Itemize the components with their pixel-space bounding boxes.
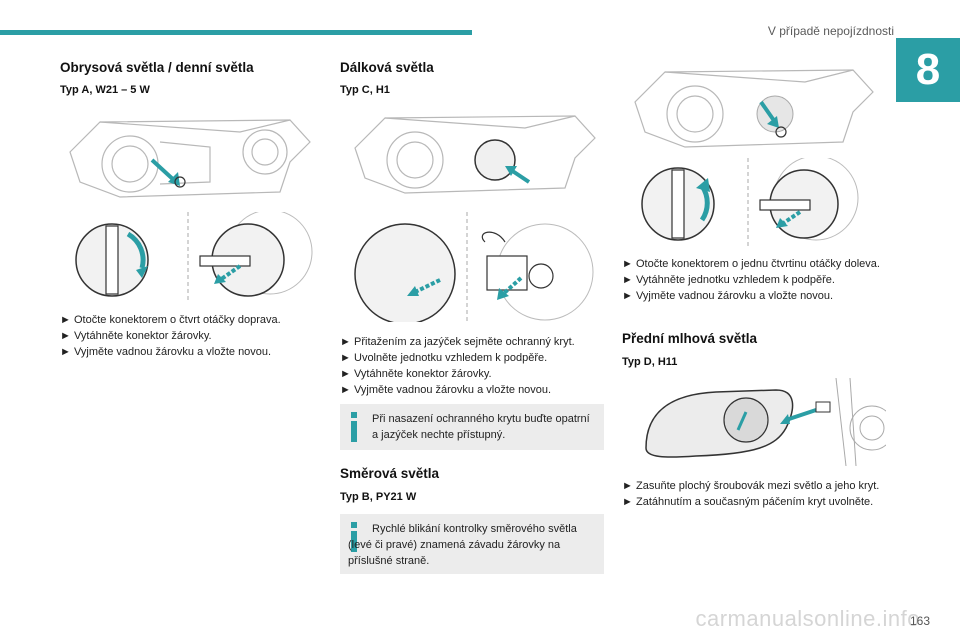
bullet-arrow-icon: ►	[622, 258, 633, 270]
bullet-arrow-icon: ►	[622, 274, 633, 286]
headlamp-illustration-b	[634, 69, 874, 148]
step-item: ►Vyjměte vadnou žárovku a vložte novou.	[340, 384, 552, 396]
step-item: ►Vyjměte vadnou žárovku a vložte novou.	[60, 346, 272, 358]
section-heading-fog-lights: Přední mlhová světla	[622, 331, 758, 346]
bullet-arrow-icon: ►	[60, 314, 71, 326]
bullet-arrow-icon: ►	[622, 480, 633, 492]
bullet-arrow-icon: ►	[340, 336, 351, 348]
page-number: 163	[909, 614, 930, 628]
info-note-text: Rychlé blikání kontrolky směrového světl…	[348, 523, 577, 567]
step-item: ►Vyjměte vadnou žárovku a vložte novou.	[622, 290, 834, 302]
step-item: ►Zatáhnutím a současným páčením kryt uvo…	[622, 496, 874, 508]
bulb-type-d: Typ D, H11	[622, 356, 678, 368]
steps-list-a: ►Otočte konektorem o čtvrt otáčky doprav…	[60, 312, 320, 360]
step-item: ►Vytáhněte jednotku vzhledem k podpěře.	[622, 274, 835, 286]
fog-light-illustration	[645, 378, 886, 466]
bullet-arrow-icon: ►	[60, 330, 71, 342]
step-item: ►Přitažením za jazýček sejměte ochranný …	[340, 336, 575, 348]
info-note-cover: Při nasazení ochranného krytu buďte opat…	[340, 404, 604, 450]
steps-list-c: ►Přitažením za jazýček sejměte ochranný …	[340, 334, 606, 398]
bulb-type-b: Typ B, PY21 W	[340, 491, 417, 503]
running-header: V případě nepojízdnosti	[767, 24, 894, 38]
info-icon	[351, 412, 357, 442]
step-item: ►Otočte konektorem o jednu čtvrtinu otáč…	[622, 258, 880, 270]
info-icon	[351, 522, 357, 552]
protective-cover-illustration	[354, 212, 594, 322]
bullet-arrow-icon: ►	[340, 368, 351, 380]
bullet-arrow-icon: ►	[340, 384, 351, 396]
steps-list-d: ►Zasuňte plochý šroubovák mezi světlo a …	[622, 478, 884, 510]
step-item: ►Zasuňte plochý šroubovák mezi světlo a …	[622, 480, 880, 492]
info-note-blinker: Rychlé blikání kontrolky směrového světl…	[340, 514, 604, 574]
step-item: ►Uvolněte jednotku vzhledem k podpěře.	[340, 352, 548, 364]
watermark: carmanualsonline.info	[695, 606, 920, 631]
connector-rotate-illustration-a	[75, 212, 313, 302]
header-accent-bar	[0, 30, 472, 35]
section-heading-position-lights: Obrysová světla / denní světla	[60, 60, 254, 75]
step-item: ►Otočte konektorem o čtvrt otáčky doprav…	[60, 314, 281, 326]
step-item: ►Vytáhněte konektor žárovky.	[340, 368, 492, 380]
bullet-arrow-icon: ►	[622, 496, 633, 508]
chapter-number: 8	[915, 45, 941, 94]
chapter-tab: 8	[896, 38, 960, 102]
bullet-arrow-icon: ►	[622, 290, 633, 302]
headlamp-illustration-c	[354, 115, 596, 194]
info-note-text: Při nasazení ochranného krytu buďte opat…	[372, 413, 590, 441]
bullet-arrow-icon: ►	[340, 352, 351, 364]
headlamp-illustration-a	[69, 119, 311, 198]
section-heading-high-beam: Dálková světla	[340, 60, 434, 75]
steps-list-b: ►Otočte konektorem o jednu čtvrtinu otáč…	[622, 256, 884, 304]
bulb-type-c: Typ C, H1	[340, 84, 390, 96]
bulb-type-a: Typ A, W21 – 5 W	[60, 84, 150, 96]
connector-rotate-illustration-b	[641, 158, 859, 246]
bullet-arrow-icon: ►	[60, 346, 71, 358]
section-heading-turn-signals: Směrová světla	[340, 466, 440, 481]
step-item: ►Vytáhněte konektor žárovky.	[60, 330, 212, 342]
